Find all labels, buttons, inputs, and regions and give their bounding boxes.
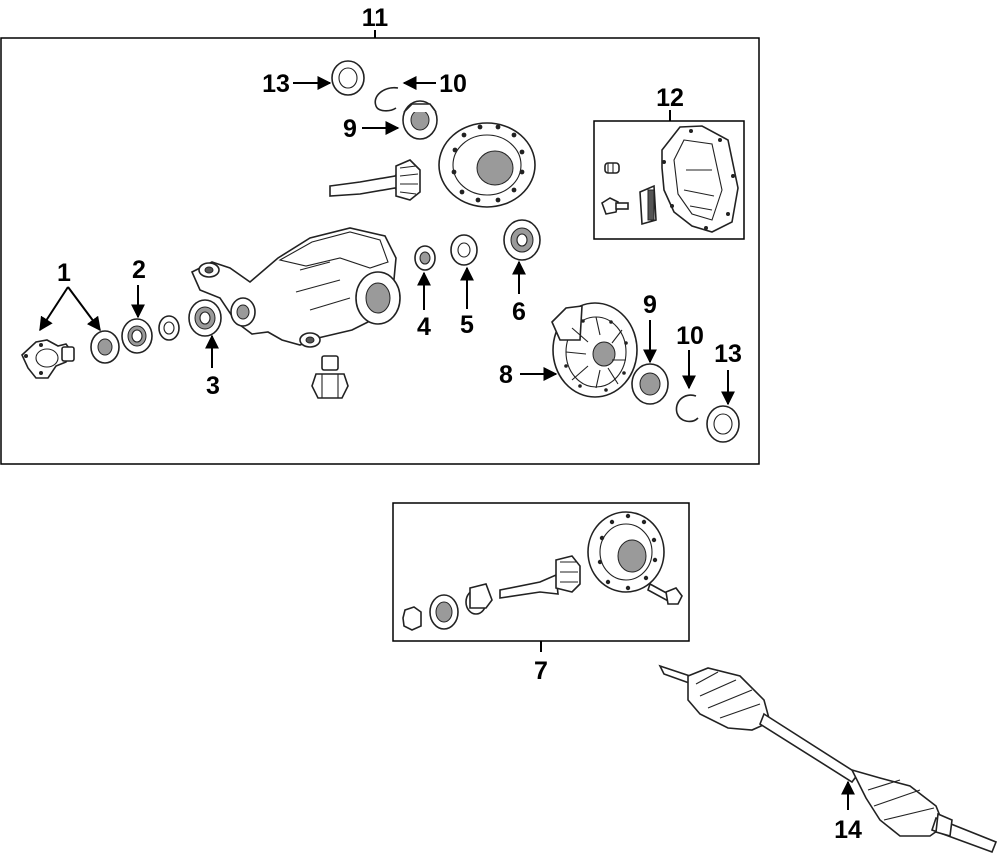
- rear-bearing-part: [188, 299, 222, 337]
- kit-bearing-part: [429, 594, 459, 630]
- side-bearing-part-9-right: [631, 363, 669, 405]
- differential-case-part: [551, 302, 638, 398]
- front-bearing-part: [503, 219, 541, 261]
- callout-9-right: 9: [643, 291, 657, 319]
- kit-pinion-part: [499, 555, 581, 599]
- ring-gear-part: [438, 122, 536, 208]
- callout-6: 6: [512, 298, 526, 326]
- oil-seal-part-13-top: [331, 60, 365, 96]
- cover-gasket-part: [639, 184, 657, 226]
- callout-12: 12: [656, 84, 684, 112]
- axle-shaft-part: [658, 664, 998, 854]
- callout-8: 8: [499, 361, 513, 389]
- callout-9-top: 9: [343, 115, 357, 143]
- kit-bolt-part: [647, 582, 683, 605]
- callout-10-right: 10: [676, 322, 704, 350]
- callout-4: 4: [417, 313, 431, 341]
- callout-1: 1: [57, 259, 71, 287]
- kit-spacer-part: [469, 583, 493, 609]
- callout-13-top: 13: [262, 70, 290, 98]
- shim-washer-part: [450, 234, 478, 266]
- oil-seal-part-1: [90, 330, 120, 364]
- snap-ring-part-10-top: [374, 86, 399, 112]
- callout-13-right: 13: [714, 340, 742, 368]
- callout-5: 5: [460, 311, 474, 339]
- callout-3: 3: [206, 372, 220, 400]
- kit-ring-gear-part: [587, 511, 665, 593]
- assembly-box-11: [0, 37, 760, 465]
- kit-nut-part: [402, 606, 422, 631]
- differential-cover-part: [661, 125, 739, 233]
- pinion-bearing-part: [121, 318, 153, 354]
- pinion-nut-part: [414, 245, 436, 271]
- cover-bolt-part: [601, 197, 629, 215]
- callout-14: 14: [834, 816, 862, 844]
- companion-flange-part: [21, 339, 75, 379]
- callout-2: 2: [132, 256, 146, 284]
- snap-ring-part-10-right: [675, 394, 699, 423]
- spacer-washer-part: [158, 315, 180, 341]
- callout-11: 11: [362, 4, 389, 32]
- drain-plug-part: [311, 355, 349, 399]
- callout-7: 7: [534, 657, 548, 685]
- oil-seal-part-13-right: [706, 405, 740, 443]
- callout-10-top: 10: [439, 70, 467, 98]
- differential-carrier-housing: [190, 227, 401, 348]
- drive-pinion-part: [329, 159, 421, 201]
- side-bearing-part-9-top: [402, 100, 438, 140]
- cover-plug-part: [604, 162, 620, 174]
